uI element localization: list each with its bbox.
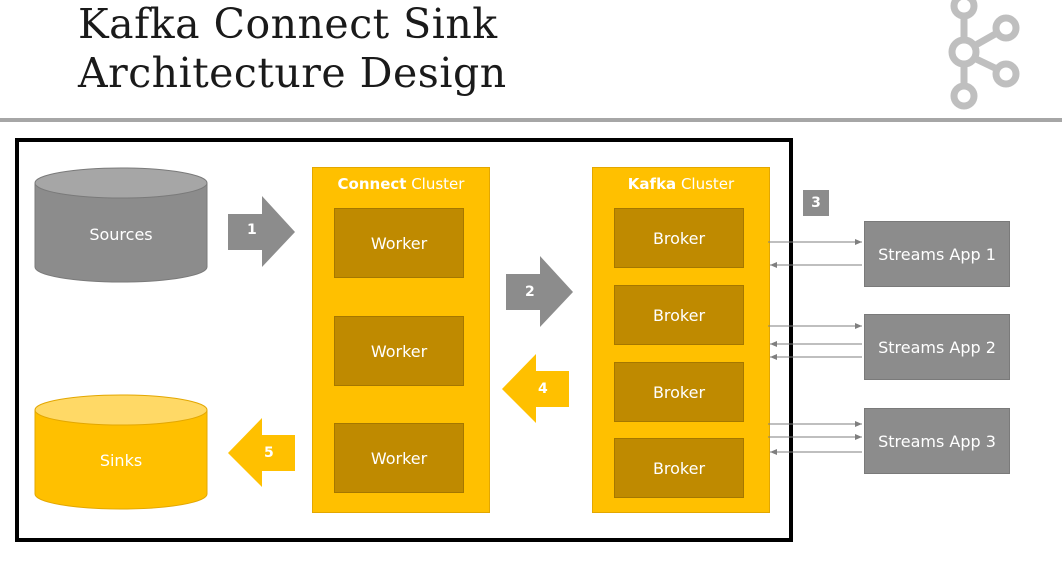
header-divider [0, 118, 1062, 122]
title-line-2: Architecture Design [78, 49, 507, 97]
connect-cluster-title-rest: Cluster [406, 175, 465, 193]
broker-box: Broker [614, 438, 744, 498]
architecture-frame [15, 138, 793, 542]
streams-app-1: Streams App 1 [864, 221, 1010, 287]
worker-box: Worker [334, 316, 464, 386]
connect-cluster: Connect Cluster Worker Worker Worker [312, 167, 490, 513]
worker-box: Worker [334, 208, 464, 278]
streams-app-3: Streams App 3 [864, 408, 1010, 474]
sinks-cylinder: Sinks [34, 393, 208, 511]
broker-box: Broker [614, 208, 744, 268]
step-4-arrow: 4 [502, 354, 570, 424]
streams-app-2: Streams App 2 [864, 314, 1010, 380]
kafka-cluster-title-bold: Kafka [627, 175, 677, 193]
step-2-label: 2 [525, 284, 535, 300]
sources-cylinder: Sources [34, 167, 208, 283]
step-5-arrow: 5 [228, 418, 296, 488]
worker-box: Worker [334, 423, 464, 493]
connect-cluster-title-bold: Connect [337, 175, 407, 193]
broker-box: Broker [614, 362, 744, 422]
kafka-logo-icon [948, 0, 1020, 110]
sources-label: Sources [89, 225, 153, 244]
step-5-label: 5 [264, 445, 274, 461]
page-title: Kafka Connect Sink Architecture Design [78, 0, 507, 98]
sinks-label: Sinks [99, 451, 143, 470]
broker-box: Broker [614, 285, 744, 345]
kafka-cluster-title-rest: Cluster [676, 175, 735, 193]
step-2-arrow: 2 [506, 256, 574, 328]
step-1-label: 1 [247, 222, 257, 238]
sources-cylinder-shape [34, 167, 208, 283]
connect-cluster-title: Connect Cluster [313, 175, 489, 193]
kafka-cluster-title: Kafka Cluster [593, 175, 769, 193]
kafka-cluster: Kafka Cluster Broker Broker Broker Broke… [592, 167, 770, 513]
step-1-arrow: 1 [228, 196, 296, 268]
step-3-badge: 3 [803, 190, 829, 216]
title-line-1: Kafka Connect Sink [78, 0, 498, 48]
step-4-label: 4 [538, 381, 548, 397]
sinks-cylinder-shape [34, 394, 208, 510]
